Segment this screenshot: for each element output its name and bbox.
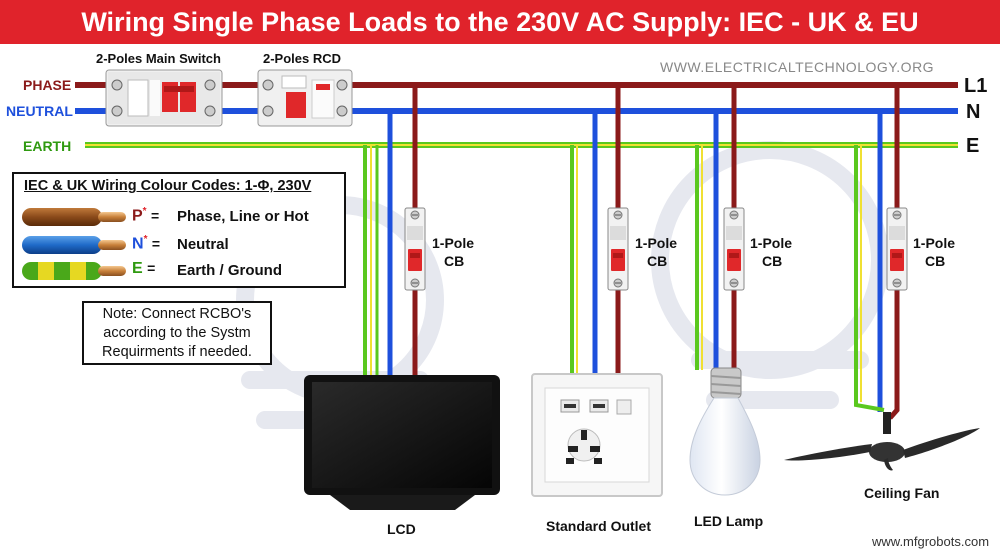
cb-label-outlet-2: CB [647,253,667,269]
legend-letter-phase: P* = [132,206,160,225]
outlet-label: Standard Outlet [546,518,651,534]
cb-label-lamp-1: 1-Pole [750,235,792,251]
circuit-breaker-fan [886,207,908,291]
cb-label-lamp-2: CB [762,253,782,269]
standard-outlet [531,373,663,497]
rcd-device [257,69,353,127]
earth-id: E [966,135,979,157]
brown-cable-icon [22,208,126,226]
ceiling-fan [784,412,980,471]
legend-letter-earth: E = [132,260,156,277]
led-lamp [689,367,761,496]
legend-letter-neutral: N* = [132,234,161,253]
fan-label: Ceiling Fan [864,485,939,501]
cb-label-outlet-1: 1-Pole [635,235,677,251]
cb-label-lcd-1: 1-Pole [432,235,474,251]
rcd-label: 2-Poles RCD [263,51,341,66]
circuit-breaker-lamp [723,207,745,291]
phase-id: L1 [964,75,987,97]
cb-label-lcd-2: CB [444,253,464,269]
lcd-label: LCD [387,521,416,537]
legend-desc-neutral: Neutral [177,236,229,253]
lcd-wires [363,85,418,385]
circuit-breaker-outlet [607,207,629,291]
lcd-tv [304,375,500,510]
legend-row-neutral: N* = Neutral [22,232,342,258]
note-line-1: Note: Connect RCBO's [102,306,252,322]
green-yellow-cable-icon [22,262,126,280]
legend-desc-earth: Earth / Ground [177,262,282,279]
blue-cable-icon [22,236,126,254]
legend-row-phase: P* = Phase, Line or Hot [22,204,342,230]
watermark: www.mfgrobots.com [871,534,989,549]
earth-label: EARTH [23,138,71,154]
legend-desc-phase: Phase, Line or Hot [177,208,309,225]
legend-title: IEC & UK Wiring Colour Codes: 1-Φ, 230V [24,178,312,194]
cb-label-fan-2: CB [925,253,945,269]
legend-row-earth: E = Earth / Ground [22,258,342,284]
note-line-3: Requirments if needed. [102,344,252,360]
page-title: Wiring Single Phase Loads to the 230V AC… [81,7,919,37]
cb-label-fan-1: 1-Pole [913,235,955,251]
neutral-label: NEUTRAL [6,103,73,119]
note-box: Note: Connect RCBO's according to the Sy… [82,301,272,365]
neutral-id: N [966,101,980,123]
title-bar: Wiring Single Phase Loads to the 230V AC… [0,0,1000,44]
circuit-breaker-lcd [404,207,426,291]
main-switch-label: 2-Poles Main Switch [96,51,221,66]
colour-code-legend: IEC & UK Wiring Colour Codes: 1-Φ, 230V … [12,172,346,288]
main-switch [105,69,223,127]
lamp-label: LED Lamp [694,513,763,529]
website-label: WWW.ELECTRICALTECHNOLOGY.ORG [660,59,934,75]
phase-label: PHASE [23,77,71,93]
fan-wires [854,85,900,420]
note-line-2: according to the Systm [103,325,251,341]
